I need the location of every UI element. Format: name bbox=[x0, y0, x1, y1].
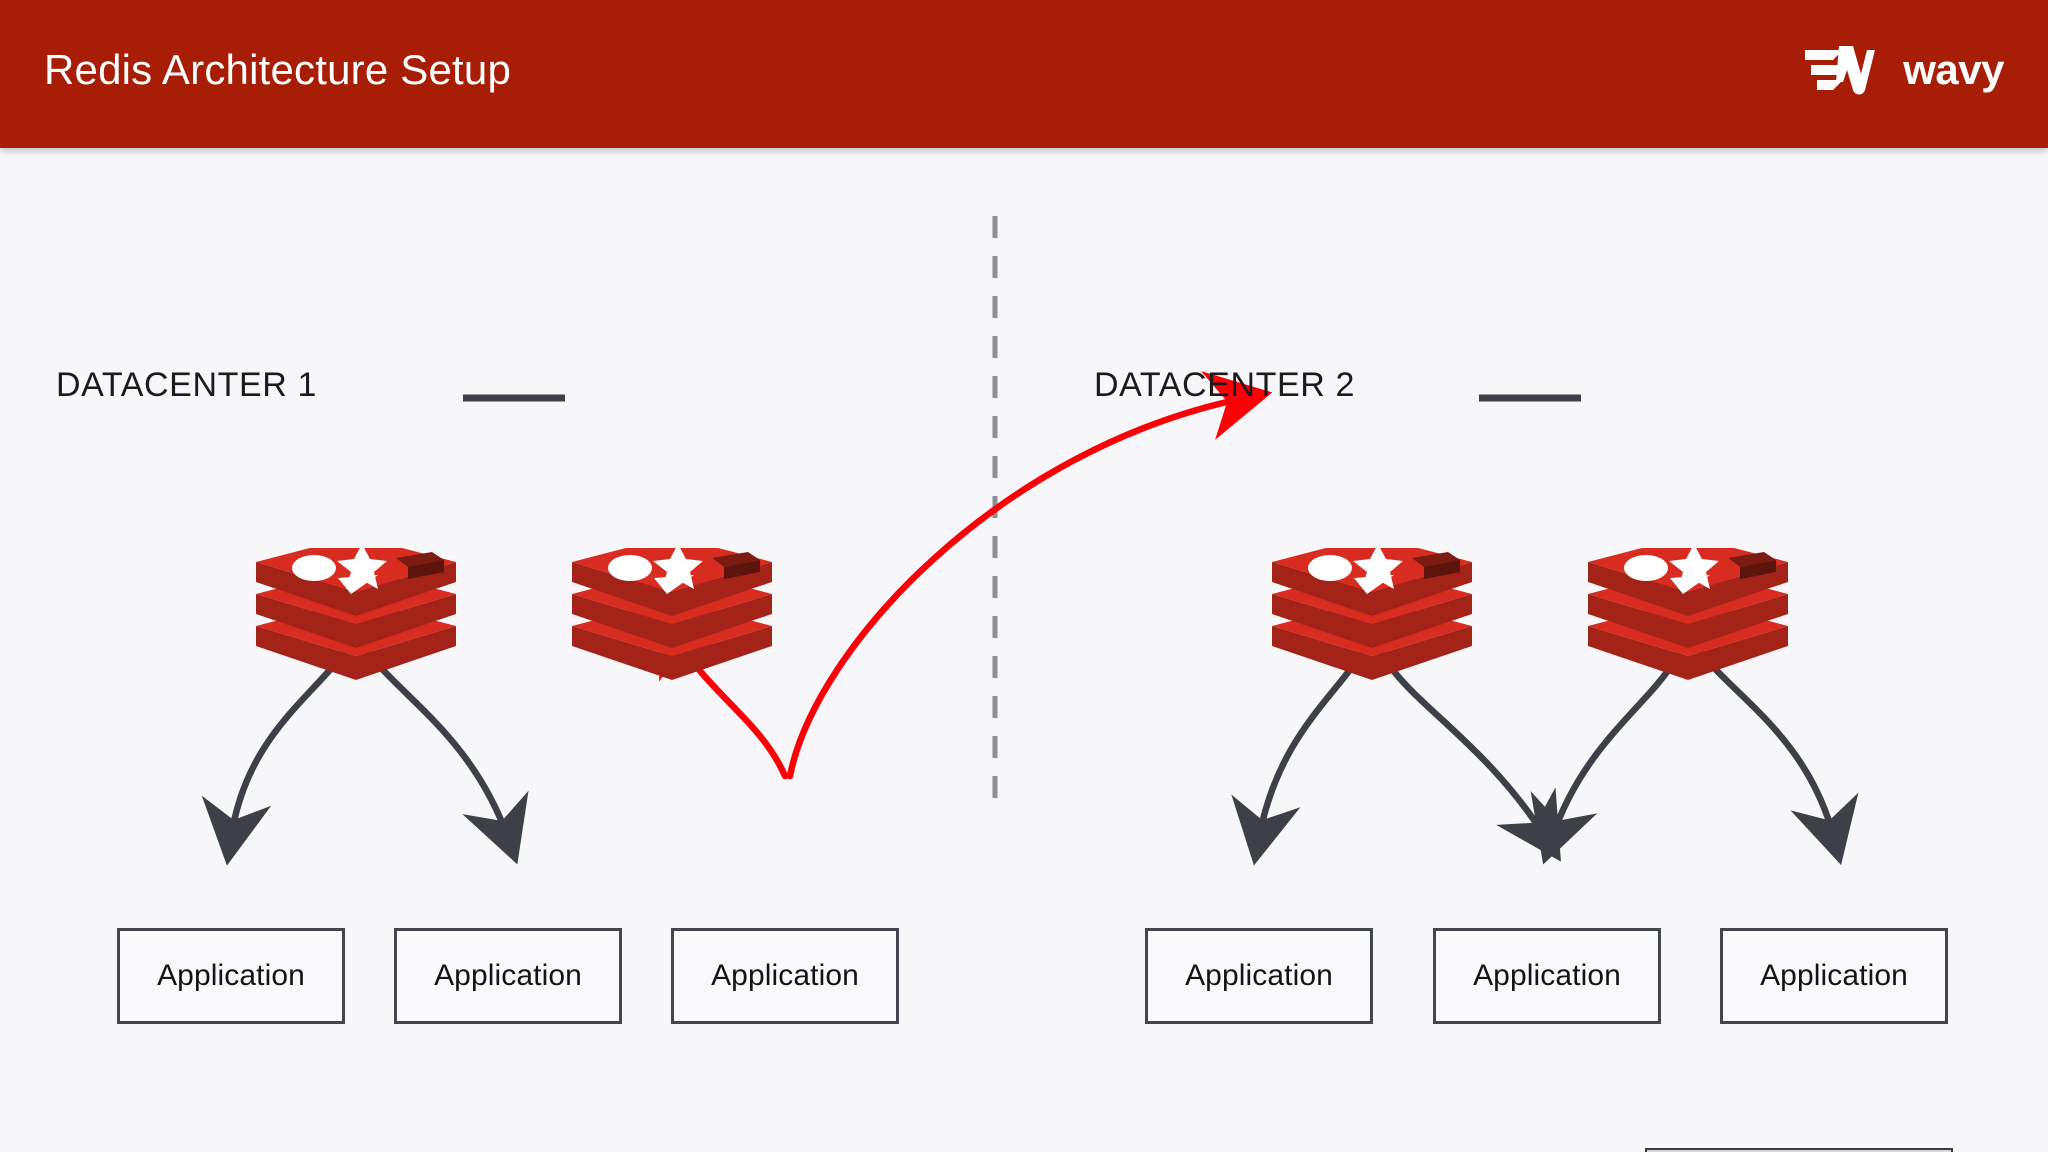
diagram-canvas: DATACENTER 1 DATACENTER 2 bbox=[0, 148, 2048, 1152]
legend-box: Read data Write data bbox=[1645, 1148, 1953, 1152]
datacenter-2-label: DATACENTER 2 bbox=[1094, 366, 1355, 404]
application-label: Application bbox=[1760, 959, 1908, 992]
application-label: Application bbox=[711, 959, 859, 992]
application-box[interactable]: Application bbox=[1720, 928, 1948, 1024]
write-edge-app3-to-redis-c bbox=[786, 371, 1273, 780]
page-title: Redis Architecture Setup bbox=[44, 46, 512, 93]
brand-name: wavy bbox=[1903, 46, 2004, 93]
application-box[interactable]: Application bbox=[117, 928, 345, 1024]
redis-node-dc1-primary[interactable] bbox=[246, 548, 466, 713]
datacenter-1-label: DATACENTER 1 bbox=[56, 366, 317, 404]
application-label: Application bbox=[434, 959, 582, 992]
redis-node-dc2-secondary[interactable] bbox=[1578, 548, 1798, 713]
application-label: Application bbox=[157, 959, 305, 992]
application-box[interactable]: Application bbox=[671, 928, 899, 1024]
redis-node-dc2-primary[interactable] bbox=[1262, 548, 1482, 713]
redis-node-dc1-secondary[interactable] bbox=[562, 548, 782, 713]
application-label: Application bbox=[1473, 959, 1621, 992]
brand-logo: wavy bbox=[1803, 34, 2004, 106]
wavy-wing-w-logo-icon bbox=[1803, 38, 1889, 103]
application-box[interactable]: Application bbox=[394, 928, 622, 1024]
application-box[interactable]: Application bbox=[1433, 928, 1661, 1024]
application-box[interactable]: Application bbox=[1145, 928, 1373, 1024]
application-label: Application bbox=[1185, 959, 1333, 992]
page-header: Redis Architecture Setup wavy bbox=[0, 0, 2048, 148]
